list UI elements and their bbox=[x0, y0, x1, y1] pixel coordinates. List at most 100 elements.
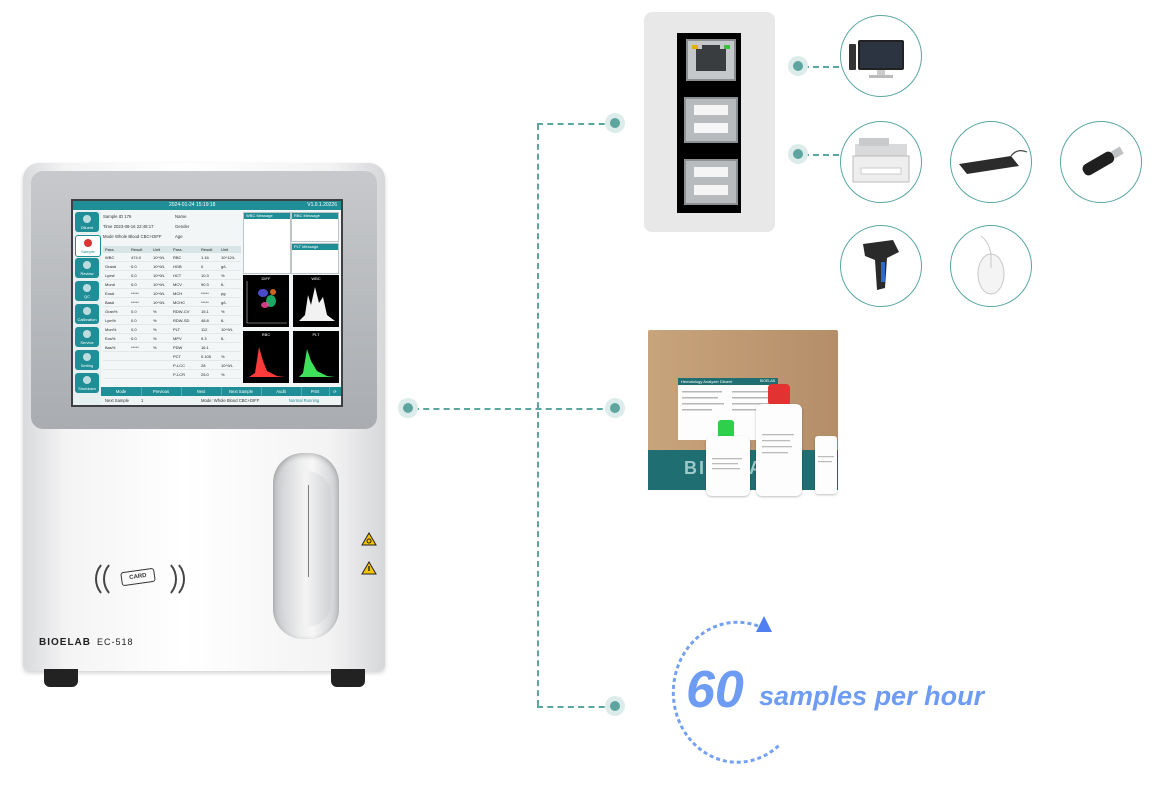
col-header: Result bbox=[131, 247, 143, 252]
keyboard-icon bbox=[950, 121, 1032, 203]
plt-message-title: PLT Message bbox=[292, 244, 338, 250]
connector-to-monitor bbox=[803, 66, 839, 68]
table-cell: 48.8 bbox=[201, 318, 209, 323]
table-cell: 0 bbox=[201, 264, 204, 269]
table-cell: Gran% bbox=[105, 309, 118, 314]
sidebar-item-calibration[interactable]: Calibration bbox=[75, 304, 99, 324]
table-cell: 10^9/L bbox=[221, 327, 233, 332]
screen-version: V1.0.1.20226 bbox=[307, 202, 337, 208]
barcode-scanner-icon bbox=[840, 225, 922, 307]
table-cell: PLT bbox=[173, 327, 181, 332]
table-cell: MCHC bbox=[173, 300, 185, 305]
table-cell: 0.0 bbox=[131, 336, 137, 341]
sample-probe-slot[interactable] bbox=[273, 453, 339, 639]
connector-to-ports bbox=[537, 123, 615, 125]
biohazard-triangle bbox=[361, 532, 377, 546]
next-sample-button[interactable]: Next Sample bbox=[221, 387, 262, 396]
table-cell: P-LCR bbox=[173, 372, 186, 377]
audit-button[interactable]: Audit bbox=[261, 387, 302, 396]
diff-plot-label: DIFF bbox=[261, 276, 271, 281]
table-cell: Lym% bbox=[105, 318, 116, 323]
table-cell: % bbox=[153, 336, 157, 341]
keyboard-graphic bbox=[959, 150, 1028, 174]
sidebar-item-qc[interactable]: QC bbox=[75, 281, 99, 301]
table-cell: 10^12/L bbox=[221, 255, 236, 260]
sidebar-item-review[interactable]: Review bbox=[75, 258, 99, 278]
ethernet-socket bbox=[692, 45, 730, 71]
sample-id: Sample ID 176 bbox=[103, 214, 132, 219]
screen-button-bar: Mode Previous Next Next Sample Audit Pri… bbox=[101, 387, 341, 396]
status-state: Normal Running bbox=[289, 398, 320, 403]
rfid-wave-icon bbox=[95, 559, 129, 599]
screen-bezel: 2024-01-24 15:19:18 V1.0.1.20226 Diluent… bbox=[31, 171, 377, 429]
table-cell: % bbox=[153, 327, 157, 332]
status-next-sample-value: 1 bbox=[141, 398, 144, 403]
table-cell: 28 bbox=[201, 363, 206, 368]
table-cell: Eos# bbox=[105, 291, 115, 296]
throughput-value: 60 bbox=[686, 661, 744, 719]
usb-port-icon bbox=[684, 97, 738, 143]
sidebar-item-sample[interactable]: Sample bbox=[75, 235, 101, 257]
rbc-message-title: RBC Message bbox=[292, 213, 338, 219]
mode-button[interactable]: Mode bbox=[101, 387, 142, 396]
table-cell: 112 bbox=[201, 327, 208, 332]
printer-icon bbox=[840, 121, 922, 203]
table-cell: MCH bbox=[173, 291, 183, 296]
sidebar-item-setting[interactable]: Setting bbox=[75, 350, 99, 370]
table-cell: 10.3 bbox=[201, 273, 209, 278]
message-panel: WBC Message RBC Message PLT Message bbox=[243, 212, 339, 274]
next-button[interactable]: Next bbox=[181, 387, 222, 396]
screen-title-bar: 2024-01-24 15:19:18 V1.0.1.20226 bbox=[73, 201, 341, 210]
throughput-arc-icon bbox=[671, 616, 780, 764]
diluent-bottle-small bbox=[706, 436, 750, 496]
connector-dot-ports bbox=[610, 118, 620, 128]
sidebar-item-service[interactable]: Service bbox=[75, 327, 99, 347]
table-cell: MPV bbox=[173, 336, 182, 341]
sidebar-item-shutdown[interactable]: Shutdown bbox=[75, 373, 99, 393]
green-bottle-cap bbox=[718, 420, 734, 438]
table-cell: % bbox=[221, 273, 225, 278]
touch-screen[interactable]: 2024-01-24 15:19:18 V1.0.1.20226 Diluent… bbox=[71, 199, 343, 407]
patient-gender: Gender bbox=[175, 224, 190, 229]
refresh-icon[interactable]: ⟳ bbox=[333, 389, 337, 394]
table-cell: 10^9/L bbox=[153, 291, 165, 296]
histogram-panel: DIFF WBC RBC bbox=[243, 275, 339, 383]
rfid-wave-icon bbox=[103, 559, 137, 599]
table-cell: Bas# bbox=[105, 300, 115, 305]
table-cell: HCT bbox=[173, 273, 182, 278]
screen-datetime: 2024-01-24 15:19:18 bbox=[169, 202, 216, 208]
print-button[interactable]: Print bbox=[301, 387, 330, 396]
connector-dot-device bbox=[403, 403, 413, 413]
rbc-message-box: RBC Message bbox=[291, 212, 339, 242]
table-cell: Mon# bbox=[105, 282, 116, 287]
table-cell: 15.1 bbox=[201, 309, 209, 314]
col-header: Para. bbox=[173, 247, 183, 252]
table-cell: 0.0 bbox=[131, 282, 137, 287]
screen-status-bar: Next Sample 1 Mode: Whole Blood CBC+DIFF… bbox=[101, 396, 341, 405]
table-cell: PCT bbox=[173, 354, 181, 359]
sidebar-item-diluent[interactable]: Diluent bbox=[75, 212, 99, 232]
lyse-bottle-label bbox=[762, 434, 794, 454]
plt-message-box: PLT Message bbox=[291, 243, 339, 274]
table-cell: MCV bbox=[173, 282, 182, 287]
col-header: Unit bbox=[221, 247, 229, 252]
connector-to-usb-devices bbox=[803, 154, 839, 156]
patient-age: Age bbox=[175, 234, 183, 239]
table-cell: 10^9/L bbox=[153, 273, 165, 278]
table-cell: 90.3 bbox=[201, 282, 209, 287]
connector-dot-usb bbox=[793, 149, 803, 159]
previous-button[interactable]: Previous bbox=[141, 387, 182, 396]
table-cell: 10^9/L bbox=[221, 363, 233, 368]
wbc-histogram: WBC bbox=[293, 275, 339, 327]
reagent-box-brand: BIOELAB bbox=[760, 379, 775, 383]
caution-triangle bbox=[361, 561, 377, 575]
